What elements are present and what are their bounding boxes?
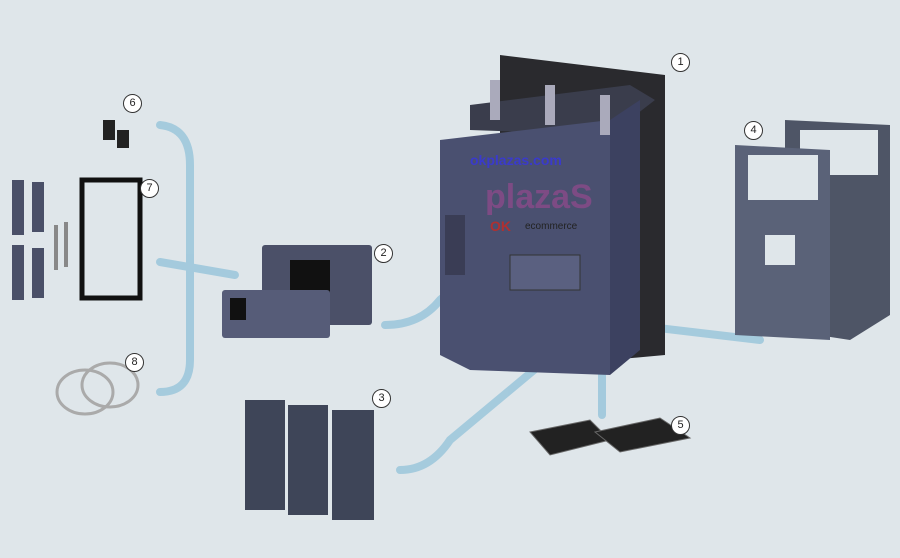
display-modules — [222, 245, 372, 338]
terminal-1 — [490, 80, 500, 120]
cable-ties — [55, 361, 140, 416]
terminal-2 — [545, 85, 555, 125]
line-3-to-1 — [396, 336, 574, 474]
fan-grids — [529, 417, 692, 456]
watermark-site: okplazas.com — [470, 152, 562, 168]
bracket-line — [156, 121, 194, 396]
callout-6: 6 — [123, 94, 142, 113]
front-covers — [735, 120, 890, 340]
callout-1: 1 — [671, 53, 690, 72]
soft-starter-device — [440, 55, 665, 375]
terminal-clips — [103, 120, 129, 148]
terminal-block — [445, 215, 465, 275]
control-panel — [509, 254, 581, 291]
callout-5: 5 — [671, 416, 690, 435]
callout-2: 2 — [374, 244, 393, 263]
device-front — [440, 120, 610, 375]
watermark-ok: OK — [490, 218, 511, 234]
line-7-to-2 — [156, 258, 239, 279]
line-2-to-1 — [381, 221, 534, 329]
callout-3: 3 — [372, 389, 391, 408]
watermark-tagline: ecommerce — [525, 221, 578, 232]
device-side — [610, 100, 640, 375]
callout-7: 7 — [140, 179, 159, 198]
watermark-brand: plazaS — [485, 178, 593, 216]
seal-frame-and-connectors — [12, 177, 143, 301]
terminal-3 — [600, 95, 610, 135]
callout-8: 8 — [125, 353, 144, 372]
communication-modules — [245, 400, 374, 520]
callout-4: 4 — [744, 121, 763, 140]
